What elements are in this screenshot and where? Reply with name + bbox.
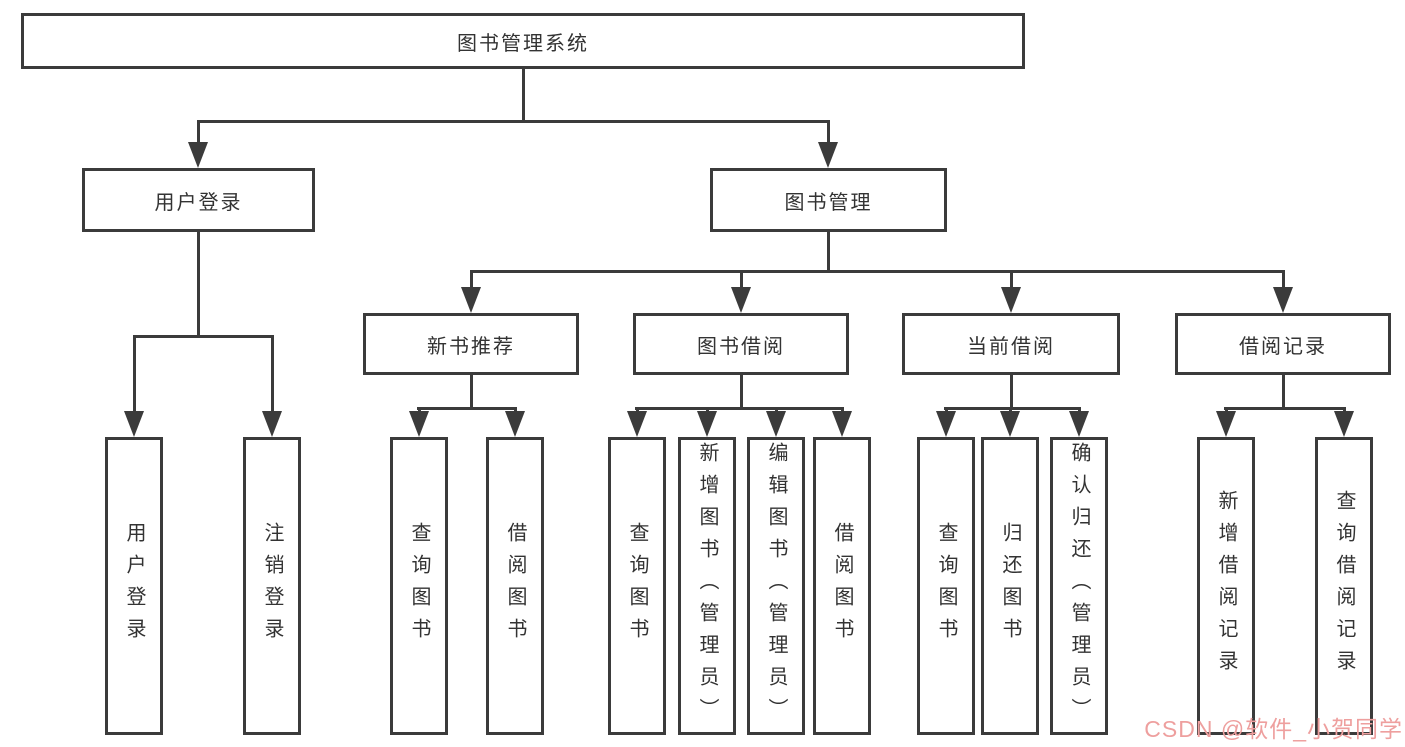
csdn-watermark: CSDN @软件_小贺同学 (1144, 716, 1403, 742)
node-label: 用户登录 (123, 522, 145, 650)
leaf-borrow-books: 借阅图书 (813, 437, 871, 735)
leaf-borrow-books-recommend: 借阅图书 (486, 437, 544, 735)
node-label: 借阅图书 (831, 522, 853, 650)
node-label: 借阅图书 (504, 522, 526, 650)
node-label: 查询借阅记录 (1333, 490, 1355, 682)
node-label: 用户登录 (154, 191, 243, 214)
arrowhead-leaf (832, 411, 852, 437)
arrowhead-leaf (505, 411, 525, 437)
connector-root-bar (197, 120, 830, 123)
connector-to-leaf-logout (271, 335, 274, 415)
node-label: 借阅记录 (1239, 335, 1327, 358)
node-label: 图书借阅 (697, 335, 785, 358)
connector-user-login-stem (197, 232, 200, 338)
connector-borrow-records-bar (1224, 407, 1346, 410)
node-label: 编辑图书（管理员） (765, 442, 787, 730)
arrowhead-leaf (766, 411, 786, 437)
connector-book-management-stem (827, 232, 830, 273)
connector-to-book-borrow (740, 270, 743, 290)
node-current-borrowing: 当前借阅 (902, 313, 1120, 375)
node-library-management-system: 图书管理系统 (21, 13, 1025, 69)
arrowhead-leaf (1216, 411, 1236, 437)
node-new-book-recommend: 新书推荐 (363, 313, 579, 375)
node-label: 归还图书 (999, 522, 1021, 650)
connector-to-book-management (827, 120, 830, 148)
connector-to-new-book (470, 270, 473, 290)
node-label: 新增图书（管理员） (696, 442, 718, 730)
connector-borrow-records-stem (1282, 375, 1285, 410)
leaf-query-books-borrow: 查询图书 (608, 437, 666, 735)
arrowhead-leaf (936, 411, 956, 437)
connector-user-login-bar (133, 335, 274, 338)
node-label: 图书管理 (784, 191, 873, 214)
arrowhead-book-borrow (731, 287, 751, 313)
leaf-confirm-return-admin: 确认归还（管理员） (1050, 437, 1108, 735)
leaf-edit-books-admin: 编辑图书（管理员） (747, 437, 805, 735)
node-label: 查询图书 (626, 522, 648, 650)
node-book-borrowing: 图书借阅 (633, 313, 849, 375)
connector-root-stem (522, 69, 525, 120)
node-label: 图书管理系统 (457, 32, 589, 55)
node-user-login: 用户登录 (82, 168, 315, 232)
node-borrowing-records: 借阅记录 (1175, 313, 1391, 375)
leaf-add-books-admin: 新增图书（管理员） (678, 437, 736, 735)
connector-book-management-bar (470, 270, 1285, 273)
leaf-logout: 注销登录 (243, 437, 301, 735)
leaf-user-login: 用户登录 (105, 437, 163, 735)
connector-to-leaf-login (133, 335, 136, 415)
node-label: 新书推荐 (427, 335, 515, 358)
leaf-query-books-current: 查询图书 (917, 437, 975, 735)
connector-new-book-stem (470, 375, 473, 410)
arrowhead-book-management (818, 142, 838, 168)
leaf-query-books-recommend: 查询图书 (390, 437, 448, 735)
node-label: 查询图书 (408, 522, 430, 650)
connector-to-current-borrow (1010, 270, 1013, 290)
node-label: 当前借阅 (967, 335, 1055, 358)
connector-current-borrow-stem (1010, 375, 1013, 410)
node-label: 查询图书 (935, 522, 957, 650)
arrowhead-user-login (188, 142, 208, 168)
connector-book-borrow-bar (635, 407, 844, 410)
node-label: 确认归还（管理员） (1068, 442, 1090, 730)
arrowhead-leaf (627, 411, 647, 437)
connector-new-book-bar (417, 407, 517, 410)
arrowhead-leaf-logout (262, 411, 282, 437)
leaf-add-borrow-record: 新增借阅记录 (1197, 437, 1255, 735)
arrowhead-current-borrow (1001, 287, 1021, 313)
connector-book-borrow-stem (740, 375, 743, 410)
arrowhead-leaf (409, 411, 429, 437)
arrowhead-leaf-login (124, 411, 144, 437)
leaf-return-books: 归还图书 (981, 437, 1039, 735)
arrowhead-leaf (697, 411, 717, 437)
node-label: 新增借阅记录 (1215, 490, 1237, 682)
connector-current-borrow-bar (944, 407, 1081, 410)
connector-to-user-login (197, 120, 200, 148)
arrowhead-leaf (1069, 411, 1089, 437)
arrowhead-leaf (1000, 411, 1020, 437)
node-label: 注销登录 (261, 522, 283, 650)
arrowhead-leaf (1334, 411, 1354, 437)
connector-to-borrow-records (1282, 270, 1285, 290)
leaf-query-borrow-record: 查询借阅记录 (1315, 437, 1373, 735)
arrowhead-borrow-records (1273, 287, 1293, 313)
node-book-management: 图书管理 (710, 168, 947, 232)
arrowhead-new-book (461, 287, 481, 313)
